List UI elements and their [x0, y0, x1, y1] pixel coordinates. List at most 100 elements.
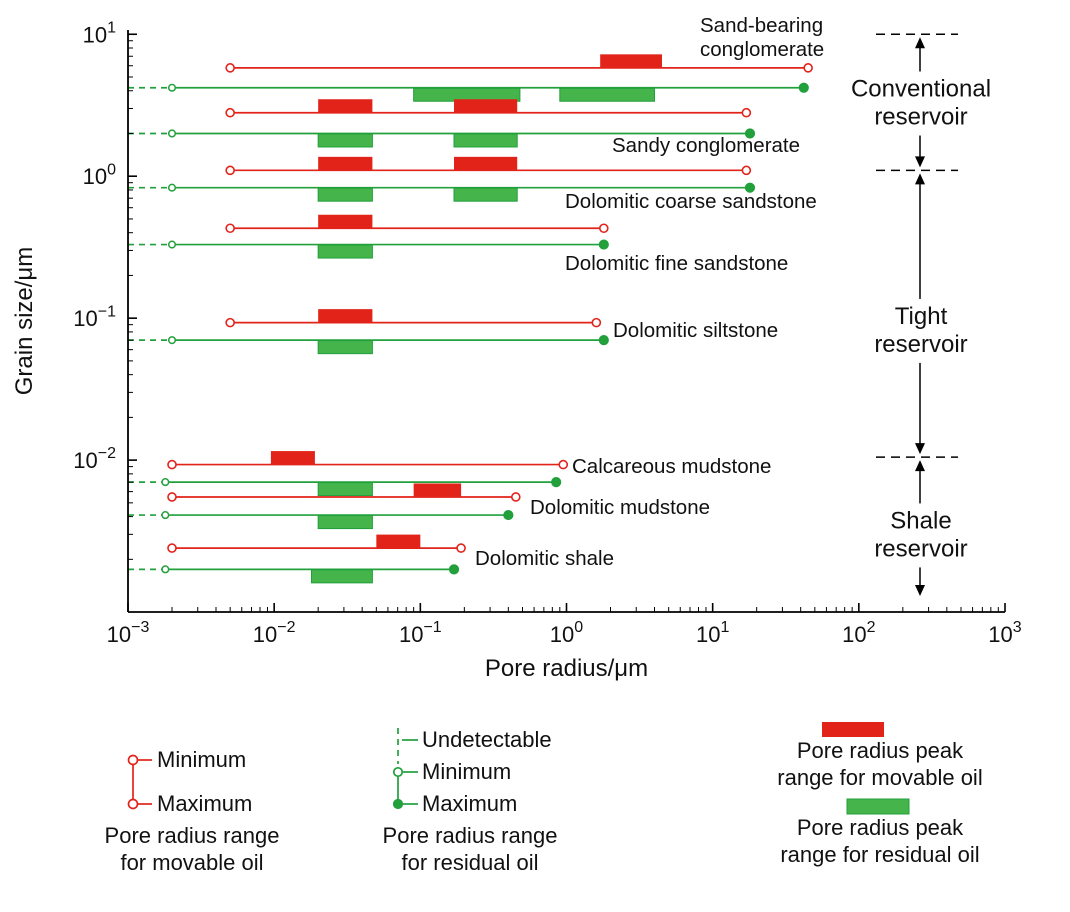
y-axis-title: Grain size/μm — [11, 247, 38, 396]
series-label: Dolomitic mudstone — [530, 496, 710, 519]
residual-peak-bar — [317, 482, 373, 497]
residual-peak-bar — [317, 515, 373, 530]
residual-max-circle — [598, 335, 609, 346]
residual-max-circle — [744, 182, 756, 193]
legend-residual-max-circle — [392, 798, 404, 810]
residual-max-circle — [551, 477, 562, 488]
movable-max-circle — [741, 165, 752, 176]
residual-peak-bar — [453, 133, 518, 148]
movable-peak-bar — [600, 54, 662, 68]
residual-min-circle — [167, 240, 177, 249]
movable-min-circle — [225, 223, 235, 234]
residual-min-circle — [167, 183, 177, 192]
residual-peak-bar — [317, 133, 373, 148]
movable-max-circle — [741, 107, 752, 118]
movable-max-circle — [456, 543, 466, 553]
x-tick-label: 10−2 — [253, 619, 296, 647]
residual-min-circle — [167, 129, 177, 138]
movable-min-circle — [225, 165, 235, 176]
legend-undetectable-label: Undetectable — [422, 727, 552, 752]
zone-label-line2: reservoir — [874, 535, 967, 562]
residual-max-circle — [798, 82, 809, 93]
residual-max-circle — [744, 128, 756, 139]
series-label: Sandy conglomerate — [612, 134, 800, 157]
series-label: Dolomitic coarse sandstone — [565, 190, 817, 213]
zone-label-background — [846, 298, 996, 363]
residual-max-circle — [448, 564, 460, 575]
legend-residual-peak-swatch — [846, 798, 910, 815]
residual-peak-bar — [559, 87, 656, 102]
series-label: Dolomitic fine sandstone — [565, 252, 788, 275]
x-tick-label: 101 — [696, 619, 729, 647]
legend-minimum-label: Minimum — [157, 747, 246, 772]
movable-min-circle — [225, 63, 235, 73]
legend: Minimum Maximum Pore radius range for mo… — [105, 722, 983, 875]
x-tick-label: 10−1 — [399, 619, 442, 647]
legend-residual-peak-caption-1: Pore radius peak — [797, 815, 964, 840]
y-tick-label: 100 — [83, 161, 116, 189]
residual-peak-bar — [310, 569, 373, 584]
zone-arrow-up-head — [915, 37, 925, 49]
legend-movable-peak-caption-1: Pore radius peak — [797, 738, 964, 763]
residual-min-circle — [161, 511, 170, 520]
residual-min-circle — [161, 478, 170, 487]
zone-label-line1: Tight — [895, 303, 948, 330]
legend-movable-range-caption-2: for movable oil — [120, 850, 263, 875]
x-tick-label: 102 — [842, 619, 875, 647]
residual-peak-bar — [317, 340, 373, 355]
zone-label-line2: reservoir — [874, 104, 967, 131]
zone-arrow-up-head — [915, 173, 925, 185]
series-label: conglomerate — [700, 38, 824, 61]
residual-min-circle — [167, 83, 177, 92]
movable-peak-bar — [318, 214, 373, 228]
zone-label-background — [846, 503, 996, 568]
legend-residual-range-caption-1: Pore radius range — [383, 823, 558, 848]
legend-movable-range-group: Minimum Maximum Pore radius range for mo… — [105, 747, 280, 875]
legend-movable-peak-caption-2: range for movable oil — [777, 765, 982, 790]
y-tick-label: 101 — [83, 19, 116, 47]
movable-max-circle — [599, 223, 609, 234]
legend-movable-peak-swatch — [822, 722, 884, 737]
series-label: Sand-bearing — [700, 14, 823, 37]
zone-label-line2: reservoir — [874, 331, 967, 358]
legend-residual-min-circle — [392, 766, 404, 778]
legend-residual-range-group: Undetectable Minimum Maximum Pore radius… — [383, 727, 558, 875]
zone-arrow-down-head — [915, 585, 925, 597]
x-tick-label: 100 — [550, 619, 583, 647]
movable-max-circle — [803, 63, 813, 73]
residual-peak-bar — [317, 187, 373, 202]
movable-min-circle — [225, 317, 235, 328]
series-label: Dolomitic shale — [475, 547, 614, 570]
legend-movable-max-circle — [127, 798, 139, 810]
residual-max-circle — [503, 509, 514, 521]
zone-label-line1: Shale — [890, 507, 951, 534]
y-tick-label: 10−1 — [73, 303, 116, 331]
legend-movable-min-circle — [127, 754, 139, 766]
movable-min-circle — [167, 459, 177, 470]
movable-peak-bar — [318, 99, 373, 113]
residual-peak-bar — [453, 187, 518, 202]
movable-peak-bar — [413, 483, 462, 497]
series-label: Calcareous mudstone — [572, 455, 771, 478]
legend-movable-range-caption-1: Pore radius range — [105, 823, 280, 848]
x-axis-title: Pore radius/μm — [485, 655, 648, 682]
movable-peak-bar — [376, 534, 421, 548]
series-label: Dolomitic siltstone — [613, 319, 778, 342]
movable-min-circle — [167, 492, 177, 502]
legend-maximum-label: Maximum — [422, 791, 517, 816]
zone-label-background — [846, 71, 996, 136]
movable-min-circle — [225, 107, 235, 118]
x-tick-label: 10−3 — [107, 619, 150, 647]
residual-peak-bar — [317, 244, 373, 259]
movable-min-circle — [167, 543, 177, 553]
movable-peak-bar — [318, 309, 373, 323]
movable-max-circle — [591, 317, 602, 328]
residual-min-circle — [161, 565, 170, 574]
legend-residual-peak-caption-2: range for residual oil — [780, 842, 979, 867]
y-tick-label: 10−2 — [73, 445, 116, 473]
movable-peak-bar — [454, 99, 518, 113]
legend-minimum-label: Minimum — [422, 759, 511, 784]
movable-max-circle — [511, 492, 521, 502]
movable-max-circle — [558, 459, 569, 470]
